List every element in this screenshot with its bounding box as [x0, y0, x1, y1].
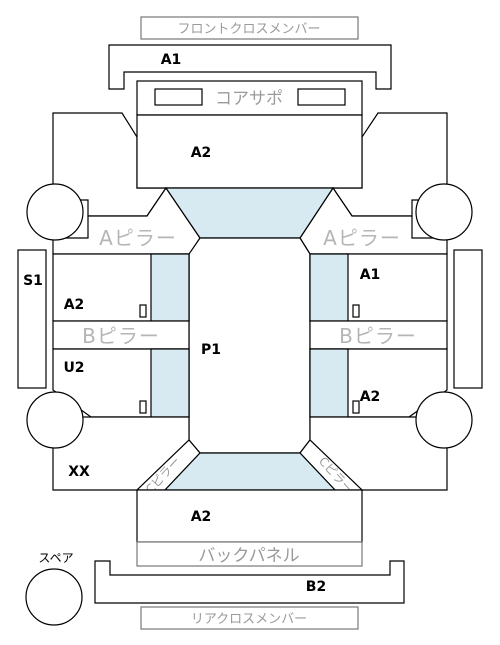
- roof-code: P1: [201, 342, 221, 358]
- trunk-code: A2: [191, 509, 212, 525]
- a-pillar-right-label: Aピラー: [323, 226, 401, 250]
- a-pillar-left-label: Aピラー: [99, 226, 177, 250]
- b-pillar-right[interactable]: [309, 320, 448, 350]
- rear-door-left-handle[interactable]: [139, 400, 147, 414]
- back-panel-label: バックパネル: [198, 546, 299, 566]
- front-door-right-code: A1: [360, 267, 381, 283]
- side-sill-left-code: S1: [23, 273, 43, 289]
- hood-code: A2: [191, 145, 212, 161]
- back-panel[interactable]: [136, 541, 363, 567]
- hood-panel[interactable]: [136, 114, 363, 189]
- rear-quarter-left-code: XX: [68, 464, 90, 480]
- rear-door-left-code: U2: [63, 360, 84, 376]
- headlight-left[interactable]: [154, 88, 203, 106]
- front-door-left-code: A2: [64, 297, 85, 313]
- headlight-right[interactable]: [297, 88, 346, 106]
- rear-door-right-handle[interactable]: [352, 400, 360, 414]
- core-support-label: コアサポ: [215, 89, 283, 109]
- trunk-panel[interactable]: [136, 489, 363, 543]
- rear-door-left-window[interactable]: [150, 348, 190, 418]
- front-cross-member-label: フロントクロスメンバー: [177, 22, 320, 37]
- wheel-front-left[interactable]: [26, 183, 84, 241]
- b-pillar-right-label: Bピラー: [339, 324, 417, 348]
- rear-door-right-window[interactable]: [309, 348, 349, 418]
- wheel-rear-right[interactable]: [415, 391, 473, 449]
- front-bumper-panel[interactable]: [108, 44, 392, 90]
- rear-cross-member-box[interactable]: [140, 606, 359, 630]
- rear-bumper-code: B2: [306, 579, 326, 595]
- rear-cross-member-label: リアクロスメンバー: [191, 612, 307, 627]
- front-door-left-window[interactable]: [150, 253, 190, 322]
- wheel-rear-left[interactable]: [26, 391, 84, 449]
- side-sill-left[interactable]: [17, 249, 47, 389]
- spare-tire-label: スペア: [38, 551, 73, 565]
- wheel-front-right[interactable]: [415, 183, 473, 241]
- side-sill-right[interactable]: [453, 249, 483, 389]
- front-door-right-window[interactable]: [309, 253, 349, 322]
- rear-door-right-code: A2: [360, 389, 381, 405]
- front-door-left-handle[interactable]: [139, 304, 147, 318]
- rear-bumper-panel[interactable]: [94, 560, 405, 604]
- b-pillar-left-label: Bピラー: [82, 324, 160, 348]
- front-cross-member-box[interactable]: [140, 16, 359, 40]
- b-pillar-left[interactable]: [52, 320, 190, 350]
- spare-tire[interactable]: [25, 568, 83, 626]
- front-door-right-handle[interactable]: [352, 304, 360, 318]
- front-bumper-code: A1: [161, 52, 182, 68]
